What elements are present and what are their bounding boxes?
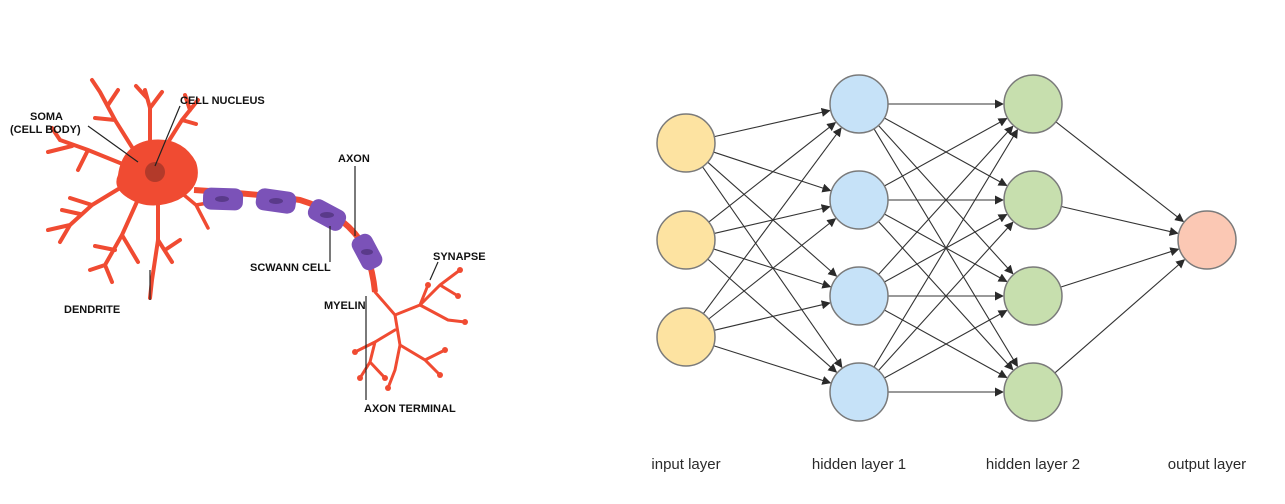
node-layer1-3 bbox=[829, 362, 889, 422]
node-layer1-2 bbox=[829, 266, 889, 326]
label-synapse: SYNAPSE bbox=[433, 251, 486, 263]
neuron-diagram: SOMA (CELL BODY) CELL NUCLEUS AXON SCWAN… bbox=[10, 78, 486, 415]
node-layer2-0 bbox=[1003, 74, 1063, 134]
node-layer1-0 bbox=[829, 74, 889, 134]
edge-l1n2-l2n0 bbox=[878, 125, 1014, 275]
edge-l1n3-l2n1 bbox=[878, 221, 1014, 371]
label-soma: SOMA bbox=[30, 111, 63, 123]
edge-l0n0-l1n1 bbox=[713, 151, 832, 193]
edge-l1n3-l2n2 bbox=[884, 310, 1008, 379]
layer-label-1: hidden layer 1 bbox=[812, 456, 906, 473]
edge-l0n2-l1n1 bbox=[708, 218, 837, 320]
axon-terminal bbox=[353, 268, 467, 390]
node-layer3-0 bbox=[1177, 210, 1237, 270]
neural-network-diagram: input layer hidden layer 1 hidden layer 2 o… bbox=[651, 74, 1246, 473]
label-myelin: MYELIN bbox=[324, 300, 366, 312]
edge-l2n2-l3n0 bbox=[1060, 247, 1180, 288]
edge-l0n0-l1n2 bbox=[707, 161, 838, 277]
layer-label-0: input layer bbox=[651, 456, 720, 473]
edge-l2n1-l3n0 bbox=[1061, 205, 1179, 236]
edge-l0n1-l1n3 bbox=[707, 258, 838, 373]
node-layer2-3 bbox=[1003, 362, 1063, 422]
terminal-bulbs bbox=[352, 267, 468, 391]
edge-l0n1-l1n2 bbox=[713, 248, 832, 289]
edge-l0n2-l1n0 bbox=[702, 127, 842, 315]
label-axon: AXON bbox=[338, 153, 370, 165]
label-dendrite: DENDRITE bbox=[64, 304, 120, 316]
layer-labels: input layer hidden layer 1 hidden layer 2 o… bbox=[651, 456, 1246, 473]
node-layer2-1 bbox=[1003, 170, 1063, 230]
edge-l1n3-l2n0 bbox=[873, 128, 1018, 368]
myelin-sheaths bbox=[202, 187, 383, 271]
node-layer2-2 bbox=[1003, 266, 1063, 326]
node-layer1-1 bbox=[829, 170, 889, 230]
nucleus bbox=[145, 162, 165, 182]
edge-l0n0-l1n0 bbox=[714, 107, 831, 138]
node-layer0-1 bbox=[656, 210, 716, 270]
layer-label-3: output layer bbox=[1168, 456, 1246, 473]
edge-l2n3-l3n0 bbox=[1054, 259, 1186, 374]
label-soma-sub: (CELL BODY) bbox=[10, 124, 81, 136]
leader-lines bbox=[87, 105, 439, 400]
label-axon-terminal: AXON TERMINAL bbox=[364, 403, 456, 415]
label-cell-nucleus: CELL NUCLEUS bbox=[180, 95, 265, 107]
edge-l0n1-l1n1 bbox=[714, 204, 831, 235]
network-nodes bbox=[656, 74, 1237, 422]
network-edges bbox=[702, 99, 1186, 397]
node-layer0-2 bbox=[656, 307, 716, 367]
node-layer0-0 bbox=[656, 113, 716, 173]
edge-l0n2-l1n3 bbox=[713, 345, 832, 385]
edge-l0n1-l1n0 bbox=[708, 121, 837, 223]
edge-l0n2-l1n2 bbox=[714, 300, 831, 331]
edge-l0n0-l1n3 bbox=[702, 166, 843, 369]
edge-l2n0-l3n0 bbox=[1055, 121, 1185, 223]
edge-l1n1-l2n0 bbox=[884, 118, 1008, 187]
layer-label-2: hidden layer 2 bbox=[986, 456, 1080, 473]
label-schwann-cell: SCWANN CELL bbox=[250, 262, 331, 274]
